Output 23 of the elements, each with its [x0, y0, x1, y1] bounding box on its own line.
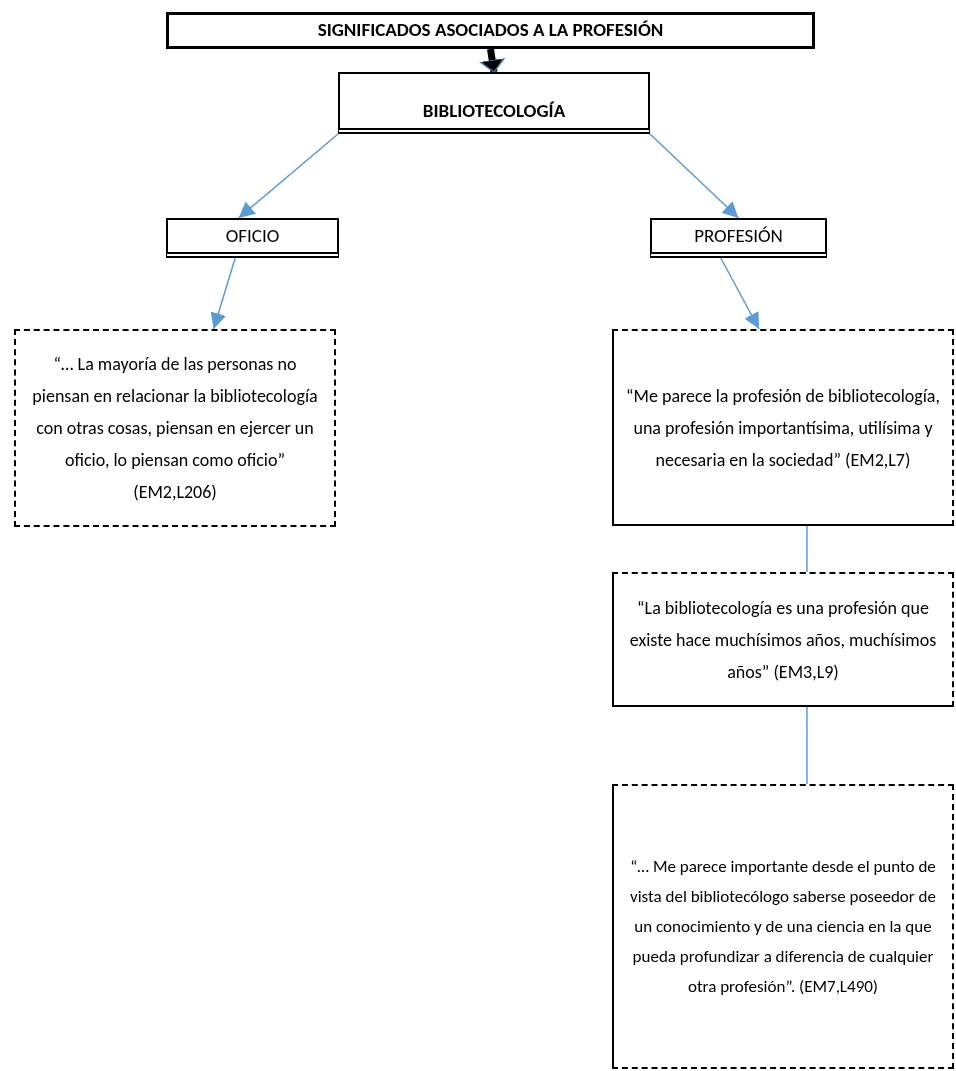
quote-box [14, 329, 336, 527]
arrow [720, 257, 760, 330]
connector-line [806, 525, 808, 573]
quote-box [612, 329, 954, 526]
quote-text: “… Me parece importante desde el punto de vista del bibliotecólogo saberse poseedor de un conocimiento y de una ciencia en la que pueda profundizar a diferencia de cualquier otra profesión”. (EM7,L490) [629, 854, 937, 999]
category-box [166, 218, 339, 258]
arrow [237, 133, 339, 219]
quote-text: “La bibliotecología es una profesión que existe hace muchísimos años, muchísimos años” (EM3,L9) [628, 595, 938, 685]
box-label: SIGNIFICADOS ASOCIADOS A LA PROFESIÓN [317, 17, 664, 44]
connector-line [806, 706, 808, 785]
arrow [210, 257, 236, 330]
box-label: BIBLIOTECOLOGÍA [422, 97, 566, 124]
category-box [650, 218, 827, 258]
quote-box [612, 784, 954, 1069]
arrow [649, 133, 740, 219]
quote-text: “… La mayoría de las personas no piensan en relacionar la bibliotecología con otras cosas, piensan en ejercer un oficio, lo piensan como oficio” (EM2,L206) [31, 352, 319, 505]
topic-box [338, 72, 650, 134]
arrow [479, 48, 505, 73]
heading-box [166, 12, 815, 49]
box-label: PROFESIÓN [694, 222, 783, 249]
box-label: OFICIO [225, 222, 280, 249]
quote-text: “Me parece la profesión de bibliotecología, una profesión importantísima, utilísima y necesaria en la sociedad” (EM2,L7) [625, 383, 941, 473]
quote-box [612, 572, 954, 707]
